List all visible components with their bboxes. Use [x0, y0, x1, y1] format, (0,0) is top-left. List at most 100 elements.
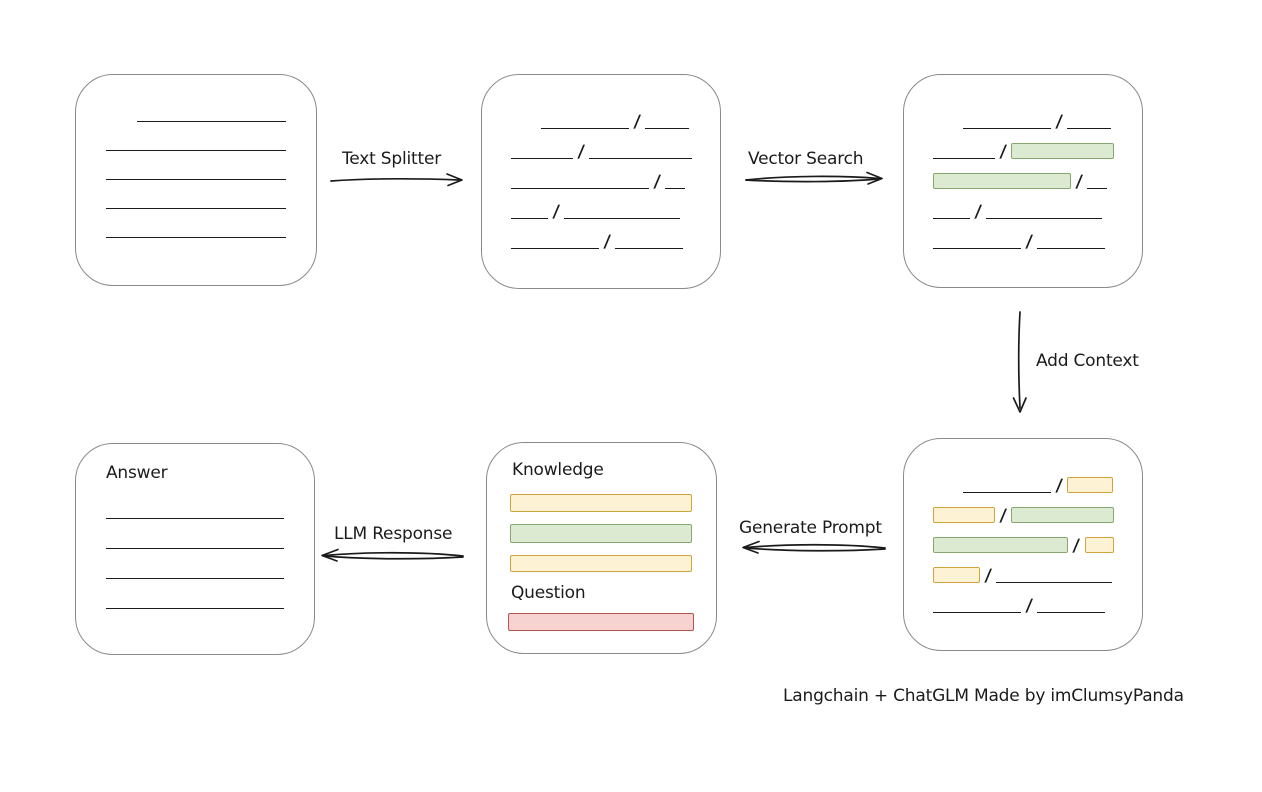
content-row	[510, 555, 692, 572]
answer-label: Answer	[106, 463, 168, 483]
text-line	[106, 179, 286, 180]
split-chunks-node: /////	[481, 74, 721, 289]
chunk-separator-slash: /	[602, 232, 612, 252]
chunk-separator-slash: /	[998, 142, 1007, 162]
green-highlight-chip	[1010, 507, 1114, 523]
prompt-node: Knowledge Question	[486, 442, 717, 654]
vector-search-arrow	[745, 171, 883, 185]
content-row: /	[933, 523, 1114, 556]
content-row: /	[933, 583, 1114, 616]
generate-prompt-label: Generate Prompt	[739, 518, 882, 538]
green-highlight-chip	[1010, 143, 1114, 159]
content-row	[106, 122, 286, 151]
llm-response-label: LLM Response	[334, 524, 453, 544]
yellow-highlight-chip	[510, 494, 692, 512]
chunk-separator-slash: /	[1024, 232, 1034, 252]
yellow-highlight-chip	[1084, 537, 1114, 553]
content-row	[510, 524, 692, 543]
question-label: Question	[511, 583, 586, 603]
content-row: /	[511, 219, 692, 252]
content-row	[106, 579, 284, 609]
content-row	[510, 494, 692, 512]
text-line	[511, 218, 548, 219]
text-line	[933, 612, 1021, 613]
text-line	[1087, 188, 1108, 189]
chunk-separator-slash: /	[998, 506, 1007, 526]
text-line	[986, 218, 1103, 219]
text-line	[963, 128, 1051, 129]
text-line	[541, 128, 629, 129]
content-row: /	[933, 553, 1114, 586]
content-row: /	[511, 129, 692, 162]
text-line	[933, 248, 1021, 249]
text-line	[645, 128, 690, 129]
text-line	[106, 208, 286, 209]
chunk-rows: /////	[933, 463, 1114, 616]
content-row	[106, 549, 284, 579]
text-line	[665, 188, 686, 189]
text-line	[1037, 612, 1106, 613]
text-line	[933, 218, 970, 219]
text-line	[106, 578, 284, 579]
text-line	[588, 158, 692, 159]
text-line	[564, 218, 681, 219]
answer-lines	[106, 489, 284, 609]
text-line	[106, 608, 284, 609]
content-row	[106, 151, 286, 180]
content-row: /	[511, 189, 692, 222]
green-highlight-chip	[933, 173, 1071, 189]
content-row: /	[933, 219, 1114, 252]
chunk-rows: /////	[933, 99, 1114, 252]
yellow-highlight-chip	[933, 507, 995, 523]
text-splitter-label: Text Splitter	[342, 149, 441, 169]
content-row: /	[933, 189, 1114, 222]
content-row: /	[933, 99, 1114, 132]
text-line	[511, 188, 649, 189]
knowledge-bars	[510, 494, 692, 584]
text-line	[933, 158, 995, 159]
source-document-node	[75, 74, 317, 286]
text-line	[511, 248, 599, 249]
question-bar	[508, 613, 694, 643]
content-row	[106, 209, 286, 238]
text-splitter-arrow	[330, 173, 463, 187]
text-line	[963, 492, 1051, 493]
knowledge-label: Knowledge	[512, 460, 604, 480]
text-line	[511, 158, 573, 159]
yellow-highlight-chip	[510, 555, 692, 572]
content-row	[106, 93, 286, 122]
green-highlight-chip	[933, 537, 1069, 553]
text-line	[1037, 248, 1106, 249]
vector-search-label: Vector Search	[748, 149, 864, 169]
text-line	[106, 237, 286, 238]
matched-chunks-node: /////	[903, 74, 1143, 288]
document-lines	[106, 93, 286, 238]
green-highlight-chip	[510, 524, 692, 543]
text-line	[996, 582, 1113, 583]
content-row: /	[933, 493, 1114, 526]
red-highlight-chip	[508, 613, 694, 631]
content-row: /	[933, 463, 1114, 496]
yellow-highlight-chip	[1067, 477, 1114, 493]
text-line	[1067, 128, 1112, 129]
add-context-arrow	[1012, 311, 1027, 413]
text-line	[615, 248, 684, 249]
chunk-separator-slash: /	[576, 142, 585, 162]
text-line	[106, 548, 284, 549]
yellow-highlight-chip	[933, 567, 980, 583]
content-row: /	[511, 99, 692, 132]
text-line	[106, 150, 286, 151]
content-row	[106, 519, 284, 549]
content-row: /	[511, 159, 692, 192]
llm-response-arrow	[321, 548, 464, 562]
context-chunks-node: /////	[903, 438, 1143, 651]
text-line	[137, 121, 286, 122]
content-row: /	[933, 159, 1114, 192]
content-row	[106, 180, 286, 209]
diagram-caption: Langchain + ChatGLM Made by imClumsyPand…	[783, 686, 1184, 706]
content-row: /	[933, 129, 1114, 162]
text-line	[106, 518, 284, 519]
chunk-rows: /////	[511, 99, 692, 252]
content-row	[508, 613, 694, 631]
